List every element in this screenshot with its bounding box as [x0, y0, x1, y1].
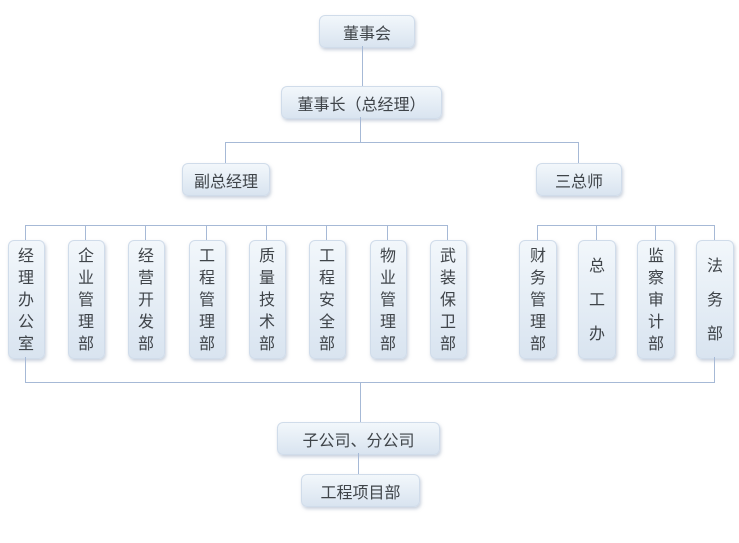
connector-line [25, 225, 26, 240]
connector-line [266, 225, 267, 240]
connector-line [362, 46, 363, 86]
connector-line [145, 225, 146, 240]
dept-box: 武装保卫部 [429, 240, 467, 359]
connector-line [360, 117, 361, 142]
connector-line [537, 225, 715, 226]
dept-box-label: 总工办 [588, 255, 605, 343]
connector-line [25, 382, 715, 383]
dept-box-label: 财务管理部 [529, 245, 546, 353]
connector-line [326, 225, 327, 240]
dept-box-label: 企业管理部 [77, 245, 94, 353]
connector-line [596, 225, 597, 240]
dept-box: 法务部 [696, 240, 734, 359]
connector-line [447, 225, 448, 240]
dept-box: 经营开发部 [127, 240, 165, 359]
dept-box-label: 工程管理部 [198, 245, 215, 353]
dept-box-label: 武装保卫部 [439, 245, 456, 353]
connector-line [387, 225, 388, 240]
node-subsidiaries: 子公司、分公司 [277, 422, 440, 455]
connector-line [714, 225, 715, 240]
connector-line [537, 225, 538, 240]
node-project-department: 工程项目部 [301, 474, 420, 507]
dept-box: 工程安全部 [308, 240, 346, 359]
connector-line [358, 453, 359, 474]
dept-box: 物业管理部 [369, 240, 407, 359]
connector-line [25, 357, 26, 382]
dept-box: 质量技术部 [248, 240, 286, 359]
dept-box-label: 法务部 [706, 255, 723, 343]
dept-box: 监察审计部 [637, 240, 675, 359]
node-three-chief-engineers: 三总师 [536, 163, 622, 196]
connector-line [206, 225, 207, 240]
connector-line [655, 225, 656, 240]
node-deputy-general-manager: 副总经理 [182, 163, 270, 196]
connector-line [225, 142, 579, 143]
dept-box: 企业管理部 [67, 240, 105, 359]
dept-box-label: 监察审计部 [647, 245, 664, 353]
dept-box-label: 工程安全部 [318, 245, 335, 353]
dept-box-label: 物业管理部 [379, 245, 396, 353]
connector-line [714, 357, 715, 382]
dept-box: 总工办 [578, 240, 616, 359]
node-board: 董事会 [319, 15, 415, 48]
dept-box-label: 质量技术部 [258, 245, 275, 353]
connector-line [578, 142, 579, 163]
node-chairman: 董事长（总经理） [281, 86, 442, 119]
dept-box-label: 经理办公室 [17, 245, 34, 353]
connector-line [360, 382, 361, 422]
dept-box-label: 经营开发部 [137, 245, 154, 353]
dept-box: 工程管理部 [188, 240, 226, 359]
connector-line [225, 142, 226, 163]
connector-line [25, 225, 448, 226]
dept-box: 经理办公室 [7, 240, 45, 359]
dept-box: 财务管理部 [519, 240, 557, 359]
connector-line [85, 225, 86, 240]
